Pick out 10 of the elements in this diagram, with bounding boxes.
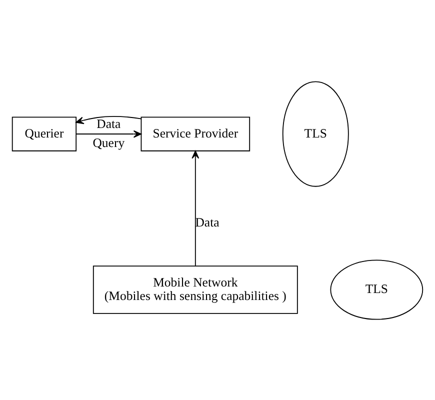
node-box: Mobile Network (Mobiles with sensing capabilities ) — [92, 265, 298, 314]
node-ellipse: TLS — [282, 80, 349, 186]
arrow — [192, 150, 200, 266]
arrow — [76, 130, 142, 138]
node-box: Querier — [12, 116, 77, 151]
node-ellipse: TLS — [330, 259, 424, 320]
edge-label: Query — [92, 135, 125, 150]
arrow — [76, 115, 142, 124]
edge-label: Data — [96, 116, 121, 130]
node-box: Service Provider — [140, 116, 250, 151]
